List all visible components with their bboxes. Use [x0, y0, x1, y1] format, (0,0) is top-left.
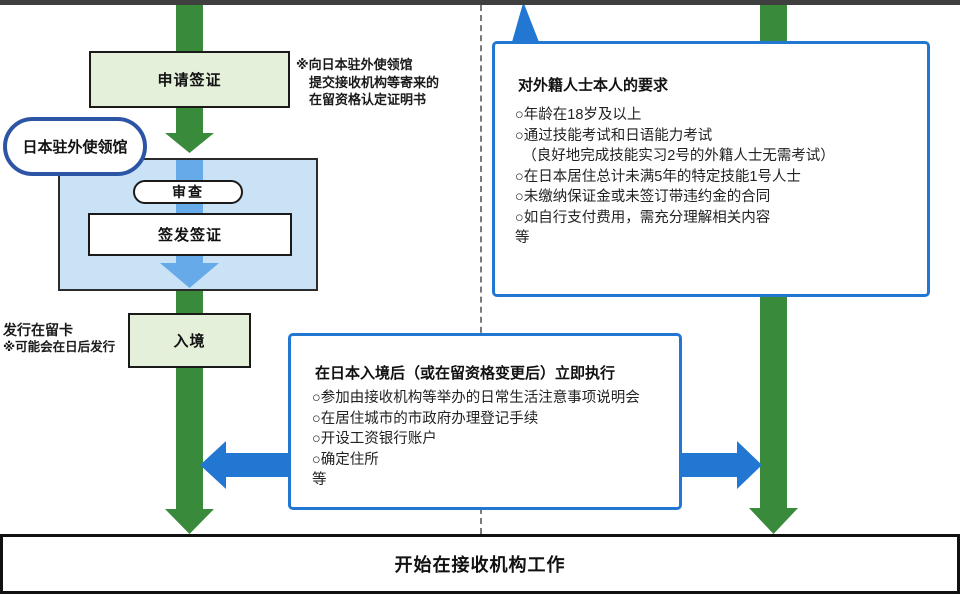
requirements-item: ○未缴纳保证金或未签订带违约金的合同 [515, 189, 771, 205]
requirements-title: 对外籍人士本人的要求 [518, 77, 669, 94]
requirements-callout-pointer [512, 2, 539, 42]
apply-visa-box: 申请签证 [89, 51, 290, 108]
entry-label: 入境 [173, 333, 206, 350]
after-entry-item: ○参加由接收机构等举办的日常生活注意事项说明会 [312, 390, 640, 406]
visa-note-line1: ※向日本驻外使领馆 [296, 57, 413, 72]
dashed-divider-line [480, 5, 482, 534]
requirements-item: （良好地完成技能实习2号的外籍人士无需考试） [515, 148, 835, 164]
start-work-label: 开始在接收机构工作 [394, 555, 566, 575]
entry-box: 入境 [128, 313, 251, 368]
left-connector-arrowhead [200, 441, 226, 489]
issue-visa-box: 签发签证 [88, 213, 292, 256]
residence-card-note-line1: 发行在留卡 [3, 322, 73, 338]
right-connector-arrowhead [737, 441, 762, 489]
visa-note: ※向日本驻外使领馆 提交接收机构等寄来的 在留资格认定证明书 [296, 56, 439, 109]
requirements-item: ○通过技能考试和日语能力考试 [515, 127, 713, 144]
visa-note-line3: 在留资格认定证明书 [309, 92, 427, 107]
after-entry-list: ○参加由接收机构等举办的日常生活注意事项说明会 ○在居住城市的市政府办理登记手续… [312, 388, 640, 491]
left-flow-arrowhead-bottom [165, 509, 214, 534]
requirements-box: 对外籍人士本人的要求 ○年龄在18岁及以上 ○通过技能考试和日语能力考试 （良好… [492, 41, 930, 297]
requirements-item: ○在日本居住总计未满5年的特定技能1号人士 [515, 168, 801, 185]
requirements-item: ○如自行支付费用，需充分理解相关内容 [515, 209, 771, 226]
left-flow-arrowhead-mid [165, 133, 214, 153]
requirements-list: ○年龄在18岁及以上 ○通过技能考试和日语能力考试 （良好地完成技能实习2号的外… [515, 105, 835, 249]
right-flow-arrowhead [749, 508, 798, 534]
review-pill: 审查 [133, 180, 243, 204]
residence-card-note-line2: ※可能会在日后发行 [3, 340, 116, 354]
after-entry-item: ○开设工资银行账户 [312, 431, 437, 447]
right-connector-arrow-shaft [681, 453, 738, 477]
requirements-item: ○年龄在18岁及以上 [515, 107, 642, 123]
apply-visa-label: 申请签证 [157, 72, 222, 89]
review-label: 审查 [172, 184, 204, 200]
consulate-oval: 日本驻外使领馆 [3, 117, 147, 176]
residence-card-note: 发行在留卡 ※可能会在日后发行 [3, 321, 115, 356]
left-connector-arrow-shaft [225, 453, 289, 477]
consulate-label: 日本驻外使领馆 [22, 139, 128, 156]
after-entry-box: 在日本入境后（或在留资格变更后）立即执行 ○参加由接收机构等举办的日常生活注意事… [288, 333, 682, 510]
top-edge-bar [0, 0, 960, 5]
issue-visa-label: 签发签证 [157, 227, 222, 244]
after-entry-item: ○确定住所 [312, 451, 379, 468]
after-entry-title: 在日本入境后（或在留资格变更后）立即执行 [315, 365, 616, 382]
requirements-item: 等 [515, 230, 530, 246]
visa-note-line2: 提交接收机构等寄来的 [309, 74, 440, 90]
start-work-bar: 开始在接收机构工作 [0, 534, 960, 594]
after-entry-item: 等 [312, 472, 327, 488]
after-entry-item: ○在居住城市的市政府办理登记手续 [312, 410, 539, 427]
